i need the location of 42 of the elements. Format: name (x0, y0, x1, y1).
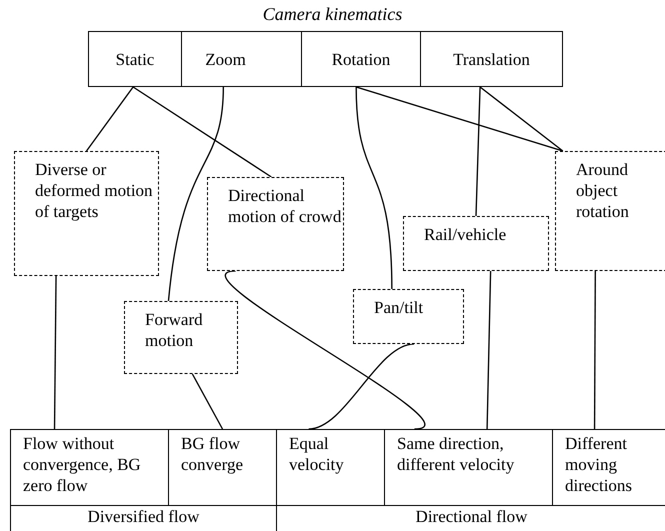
node-label: Different moving directions (565, 433, 634, 496)
subcategory-box (14, 151, 159, 276)
connector-line (54, 276, 57, 429)
connector-line (168, 86, 224, 302)
connector-line (356, 86, 564, 152)
node-label: BG flow converge (181, 433, 244, 475)
category-box (420, 31, 563, 87)
subcategory-box (555, 151, 665, 271)
diagram-title: Camera kinematics (262, 4, 404, 25)
node-label: Pan/tilt (374, 297, 424, 318)
connector-line (132, 86, 272, 178)
connector-line (225, 270, 425, 430)
node-label: Diversified flow (86, 506, 200, 528)
node-label: Around object rotation (576, 159, 630, 222)
node-label: Zoom (205, 48, 246, 70)
connector-line (308, 343, 414, 430)
connector-line (594, 271, 596, 429)
flow-type-cell (10, 429, 169, 506)
node-label: Flow without convergence, BG zero flow (23, 433, 142, 496)
subcategory-box (403, 216, 549, 271)
node-label: Rail/vehicle (424, 224, 508, 245)
node-label: Directional flow (414, 506, 528, 528)
node-label: Translation (453, 48, 530, 70)
node-label: Equal velocity (289, 433, 345, 475)
node-label: Diverse or deformed motion of targets (35, 159, 154, 222)
node-label: Directional motion of crowd (228, 185, 342, 227)
connector-line (475, 86, 481, 216)
connector-line (356, 86, 392, 290)
node-label: Static (116, 48, 154, 70)
subcategory-box (124, 301, 238, 374)
node-label: Same direction, different velocity (397, 433, 516, 475)
node-label: Forward motion (145, 309, 204, 351)
category-box (88, 31, 182, 87)
connector-line (486, 270, 492, 430)
category-box (181, 31, 302, 87)
connector-line (480, 86, 564, 152)
connector-line (86, 86, 134, 152)
subcategory-box (353, 289, 464, 344)
connector-line (192, 374, 224, 430)
subcategory-box (207, 177, 344, 271)
category-box (301, 31, 421, 87)
node-label: Rotation (332, 48, 390, 70)
